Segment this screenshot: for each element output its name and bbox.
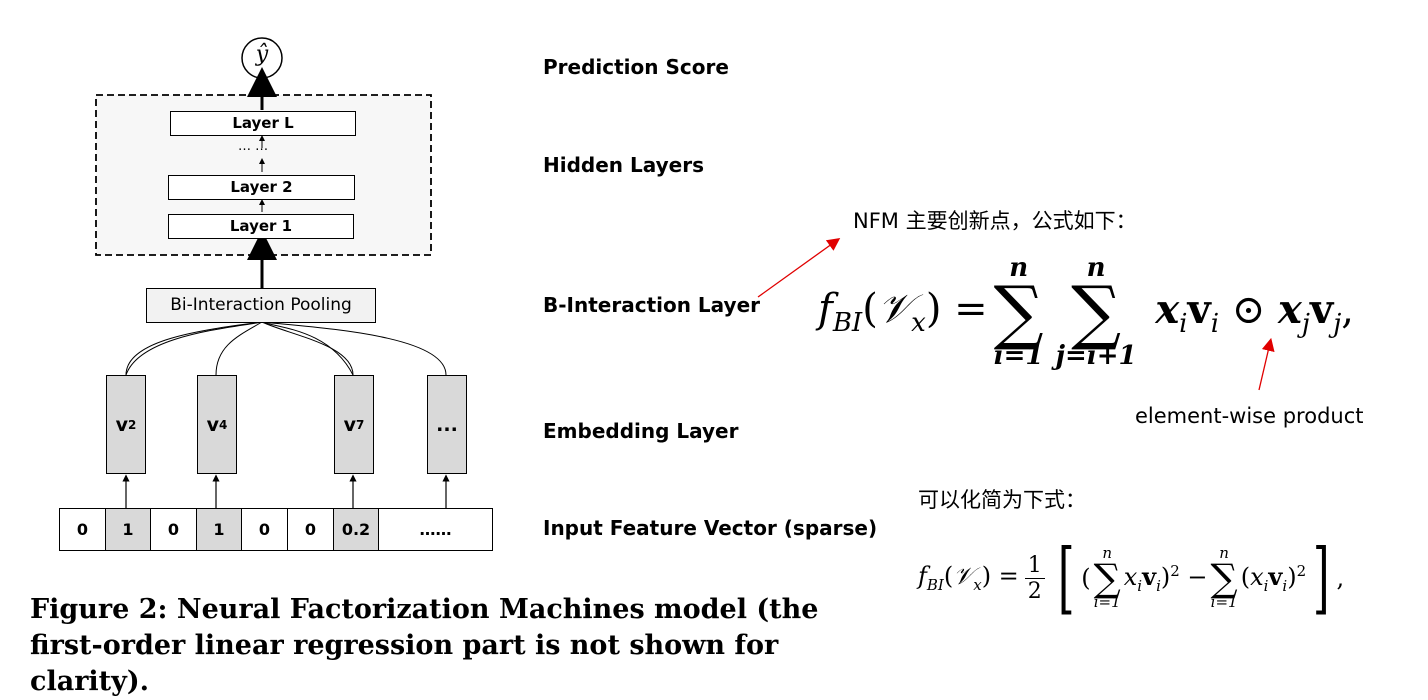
simplify-note: 可以化简为下式： [918,488,1086,512]
label-hidden-layers: Hidden Layers [543,153,704,177]
embedding-label: v [206,413,220,436]
input-cell-3: 1 [196,508,242,551]
input-cell-7: …… [378,508,493,551]
elementwise-product-note: element-wise product [1135,404,1364,428]
input-cell-6: 0.2 [333,508,379,551]
output-node-label: ŷ [255,42,269,67]
label-interaction-layer: B-Interaction Layer [543,293,761,317]
embedding-sub: 2 [128,417,137,432]
bi-interaction-equation: fBI(𝒱x) = n∑i=1 n∑j=i+1 xivi ⊙ xjvj, [818,253,1354,371]
input-cell-2: 0 [150,508,197,551]
input-cell-4: 0 [241,508,288,551]
label-embedding-layer: Embedding Layer [543,419,739,443]
embedding-sub: 4 [219,417,228,432]
bi-interaction-pooling-box: Bi-Interaction Pooling [146,288,376,323]
red-arrow-to-note [757,237,841,298]
hidden-ellipsis: … … [238,139,269,154]
embedding-label: v [115,413,129,436]
red-arrow-to-odot [1258,337,1275,391]
input-cell-5: 0 [287,508,334,551]
embedding-label: v [343,413,357,436]
figure-caption: Figure 2: Neural Factorization Machines … [30,594,819,697]
hidden-layer-l: Layer L [170,111,356,136]
input-cell-1: 1 [105,508,151,551]
label-prediction-score: Prediction Score [543,55,729,79]
input-cell-0: 0 [59,508,106,551]
nfm-innovation-note: NFM 主要创新点，公式如下： [853,209,1137,233]
annotation-arrows [757,237,1275,391]
hidden-layer-1: Layer 1 [168,214,354,239]
embedding-more: ... [427,375,467,474]
embedding-sub: 7 [356,417,365,432]
embedding-label: ... [436,413,458,436]
label-input-feature-vector: Input Feature Vector (sparse) [543,516,878,540]
hidden-layer-2: Layer 2 [168,175,355,200]
